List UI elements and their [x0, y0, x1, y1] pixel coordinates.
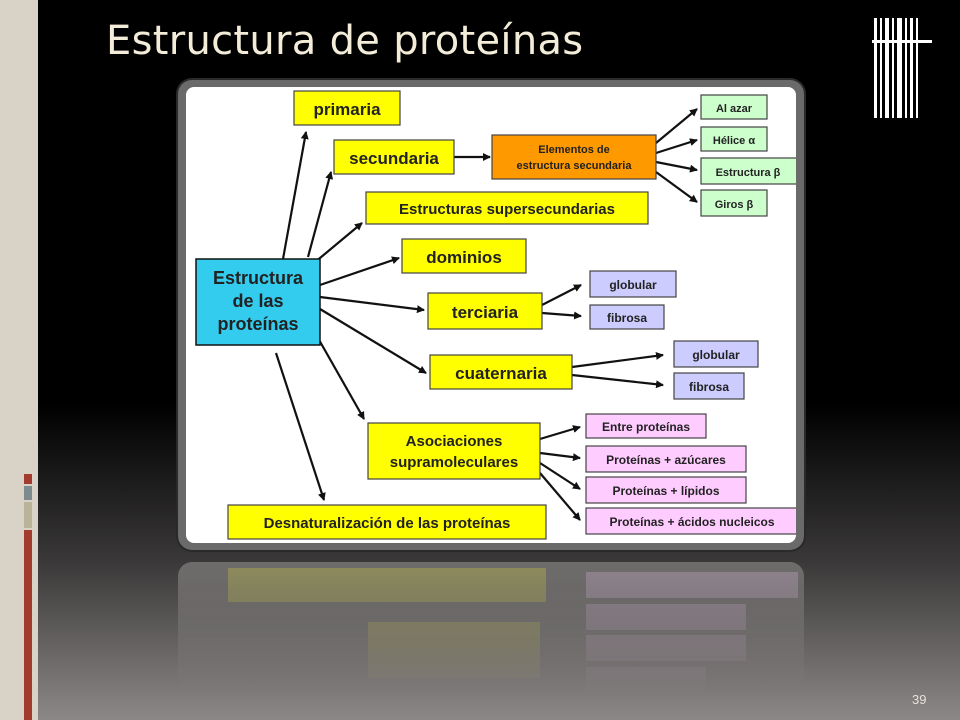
al-azar-label: Al azar	[716, 103, 753, 115]
node-entre-proteinas: Entre proteínas	[585, 413, 707, 439]
diagram-arrows	[274, 108, 698, 521]
arrow-to-asociaciones	[313, 330, 365, 420]
secundaria-label: secundaria	[349, 149, 439, 168]
rail-accent-tan	[24, 502, 32, 528]
node-al-azar: Al azar	[700, 94, 768, 120]
giros-label: Giros β	[715, 199, 754, 211]
root-line-3: proteínas	[217, 314, 298, 334]
rail-accent-red-top	[24, 474, 32, 484]
terciaria-label: terciaria	[452, 303, 519, 322]
node-supersecundarias: Estructuras supersecundarias	[365, 191, 649, 225]
page-number: 39	[912, 692, 927, 707]
node-cuaternaria-globular: globular	[673, 340, 759, 368]
node-estructura-beta: Estructura β	[700, 157, 798, 185]
arrow-to-lipidos	[539, 462, 581, 490]
dominios-label: dominios	[426, 248, 502, 267]
rail-accent-gray	[24, 486, 32, 500]
cuaternaria-label: cuaternaria	[455, 364, 547, 383]
node-proteinas-azucares: Proteínas + azúcares	[585, 445, 747, 473]
diagram-reflection	[178, 562, 804, 692]
protein-structure-diagram: Estructura de las proteínas primaria sec…	[195, 90, 799, 540]
node-elementos-estructura-secundaria: Elementos de estructura secundaria	[491, 134, 657, 180]
node-proteinas-lipidos: Proteínas + lípidos	[585, 476, 747, 504]
elementos-line-2: estructura secundaria	[517, 160, 633, 172]
arrow-to-cuaternaria-globular	[571, 351, 664, 369]
node-cuaternaria-fibrosa: fibrosa	[673, 372, 745, 400]
arrow-to-dominios	[319, 256, 400, 287]
arrow-to-cuaternaria	[319, 308, 427, 374]
arrow-to-desnaturalizacion	[274, 352, 326, 501]
elementos-line-1: Elementos de	[538, 144, 610, 156]
estructura-beta-label: Estructura β	[716, 167, 781, 179]
node-desnaturalizacion: Desnaturalización de las proteínas	[227, 504, 547, 540]
desnaturalizacion-label: Desnaturalización de las proteínas	[264, 515, 511, 532]
node-helice-alfa: Hélice α	[700, 126, 768, 152]
node-root: Estructura de las proteínas	[195, 258, 321, 346]
proteinas-acidos-nucleicos-label: Proteínas + ácidos nucleicos	[609, 515, 774, 529]
proteinas-azucares-label: Proteínas + azúcares	[606, 453, 726, 467]
asociaciones-line-2: supramoleculares	[390, 454, 518, 471]
node-cuaternaria: cuaternaria	[429, 354, 573, 390]
arrow-to-terciaria	[319, 295, 425, 314]
primaria-label: primaria	[313, 100, 381, 119]
diagram-canvas: Estructura de las proteínas primaria sec…	[186, 87, 799, 543]
node-primaria: primaria	[293, 90, 401, 126]
asociaciones-line-1: Asociaciones	[406, 433, 503, 450]
node-secundaria: secundaria	[333, 139, 455, 175]
node-terciaria-fibrosa: fibrosa	[589, 304, 665, 330]
node-terciaria: terciaria	[427, 292, 543, 330]
arrow-to-entre-proteinas	[539, 425, 581, 441]
helice-label: Hélice α	[713, 135, 755, 147]
rail-accent-red-long	[24, 530, 32, 720]
slide-title: Estructura de proteínas	[106, 18, 584, 64]
terciaria-fibrosa-label: fibrosa	[607, 311, 647, 325]
arrow-to-al-azar	[655, 108, 698, 144]
arrow-to-secundaria	[306, 171, 334, 258]
cuaternaria-fibrosa-label: fibrosa	[689, 380, 729, 394]
arrow-to-acidos-nucleicos	[539, 472, 581, 521]
root-line-2: de las	[232, 291, 283, 311]
entre-proteinas-label: Entre proteínas	[602, 420, 690, 434]
root-line-1: Estructura	[213, 268, 304, 288]
node-terciaria-globular: globular	[589, 270, 677, 298]
reflection-shapes	[228, 568, 798, 691]
arrow-to-azucares	[539, 451, 581, 462]
arrow-to-supersecundarias	[313, 222, 363, 264]
decorative-stripes-icon	[872, 18, 932, 118]
arrow-to-terciaria-globular	[541, 284, 582, 306]
left-rail	[0, 0, 38, 720]
arrow-to-primaria	[281, 131, 309, 260]
supersecundarias-label: Estructuras supersecundarias	[399, 201, 615, 218]
diagram-frame: Estructura de las proteínas primaria sec…	[178, 80, 804, 550]
node-asociaciones: Asociaciones supramoleculares	[367, 422, 541, 480]
reflection-card	[178, 562, 804, 692]
node-proteinas-acidos-nucleicos: Proteínas + ácidos nucleicos	[585, 507, 799, 535]
arrow-to-terciaria-fibrosa	[541, 311, 582, 320]
arrow-to-helice	[655, 138, 698, 155]
proteinas-lipidos-label: Proteínas + lípidos	[612, 484, 719, 498]
arrow-to-giros	[655, 171, 698, 203]
arrow-to-cuaternaria-fibrosa	[571, 373, 664, 389]
cuaternaria-globular-label: globular	[692, 348, 740, 362]
node-dominios: dominios	[401, 238, 527, 274]
arrow-to-estructura-beta	[655, 160, 698, 173]
terciaria-globular-label: globular	[609, 278, 657, 292]
node-giros-beta: Giros β	[700, 189, 768, 217]
